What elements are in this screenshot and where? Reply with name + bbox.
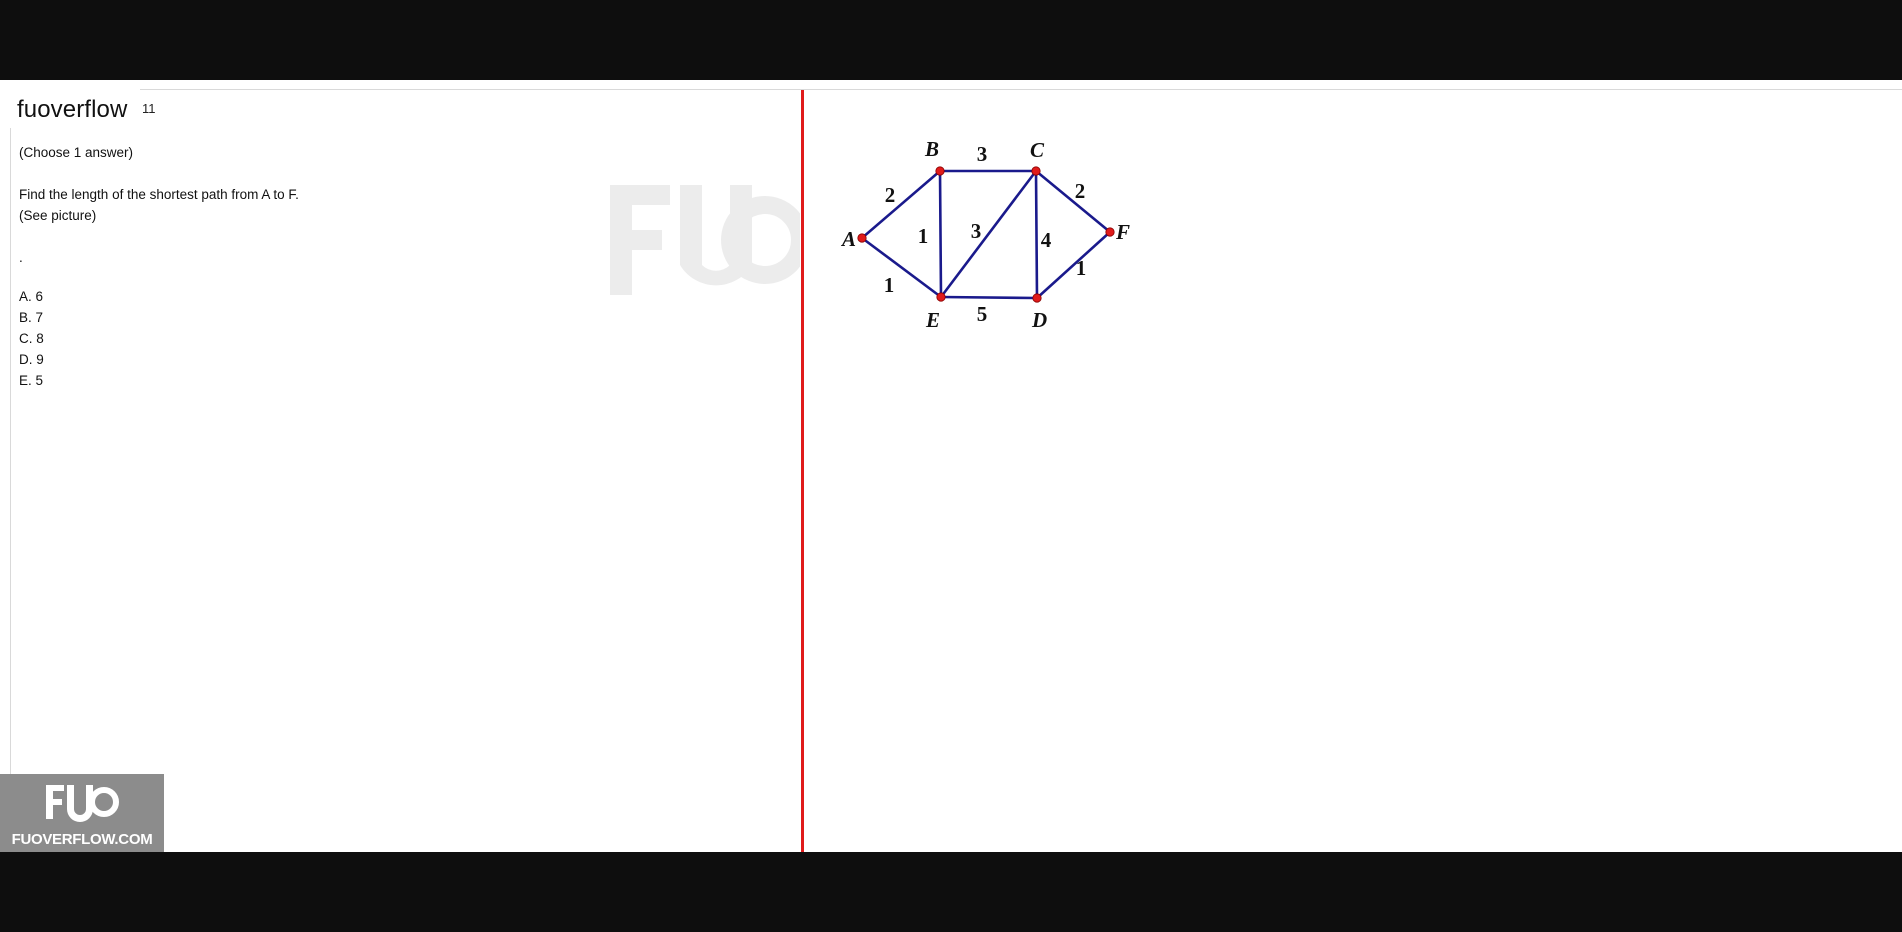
edge-b-e xyxy=(938,169,943,299)
vertex-label-e: E xyxy=(925,308,940,328)
question-prompt-line2: (See picture) xyxy=(19,208,97,223)
fuo-logo-mark-icon xyxy=(46,785,119,822)
graph-edges xyxy=(860,169,1112,300)
edge-a-e xyxy=(860,236,943,299)
fuo-logo-text: FUOVERFLOW.COM xyxy=(11,831,153,848)
answer-option-e[interactable]: E. 5 xyxy=(19,373,44,388)
vertex-b xyxy=(935,166,945,176)
question-page: fuoverflow 11 (Choose 1 answer) Find the… xyxy=(0,80,1902,852)
edge-a-b xyxy=(860,169,942,240)
left-rule xyxy=(10,128,11,852)
question-prompt-line1: Find the length of the shortest path fro… xyxy=(19,187,299,202)
edge-e-d xyxy=(939,295,1039,300)
vertex-label-f: F xyxy=(1115,220,1130,244)
edge-c-d xyxy=(1034,169,1039,300)
answer-list: A. 6 B. 7 C. 8 D. 9 E. 5 xyxy=(19,286,44,391)
panel-divider xyxy=(801,90,804,852)
edge-weight-d-f: 1 xyxy=(1076,256,1087,280)
vertex-d xyxy=(1032,293,1042,303)
fuo-logo: FUOVERFLOW.COM xyxy=(0,774,164,852)
edge-weight-a-b: 2 xyxy=(885,183,896,207)
brand-title: fuoverflow xyxy=(17,96,128,123)
vertex-label-a: A xyxy=(840,227,856,251)
edge-weight-c-f: 2 xyxy=(1075,179,1086,203)
answer-option-c[interactable]: C. 8 xyxy=(19,331,44,346)
header-rule xyxy=(140,89,1902,90)
vertex-e xyxy=(936,292,946,302)
bottom-letterbox xyxy=(0,852,1902,932)
edge-weight-b-e: 1 xyxy=(918,224,929,248)
edge-weight-e-c: 3 xyxy=(971,219,982,243)
answer-option-a[interactable]: A. 6 xyxy=(19,289,44,304)
vertex-f xyxy=(1105,227,1115,237)
edge-c-f xyxy=(1034,169,1112,234)
vertex-c xyxy=(1031,166,1041,176)
answer-option-d[interactable]: D. 9 xyxy=(19,352,44,367)
answer-option-b[interactable]: B. 7 xyxy=(19,310,44,325)
edge-weight-e-d: 5 xyxy=(977,302,988,326)
edge-e-c xyxy=(939,169,1038,299)
vertex-label-d: D xyxy=(1031,308,1047,328)
watermark-logo xyxy=(610,185,800,295)
edge-weight-b-c: 3 xyxy=(977,142,988,166)
question-dot: . xyxy=(19,250,23,265)
question-instruction: (Choose 1 answer) xyxy=(19,145,134,160)
edge-weight-c-d: 4 xyxy=(1041,228,1052,252)
vertex-label-b: B xyxy=(924,137,939,161)
edge-d-f xyxy=(1035,230,1112,300)
vertex-a xyxy=(857,233,867,243)
question-number: 11 xyxy=(142,101,156,116)
question-text: (Choose 1 answer) Find the length of the… xyxy=(19,142,299,268)
edge-weight-a-e: 1 xyxy=(884,273,895,297)
top-letterbox xyxy=(0,0,1902,80)
vertex-label-c: C xyxy=(1030,138,1045,162)
graph-vertex-labels: A B C D E F xyxy=(840,137,1130,328)
graph-nodes xyxy=(857,166,1115,303)
